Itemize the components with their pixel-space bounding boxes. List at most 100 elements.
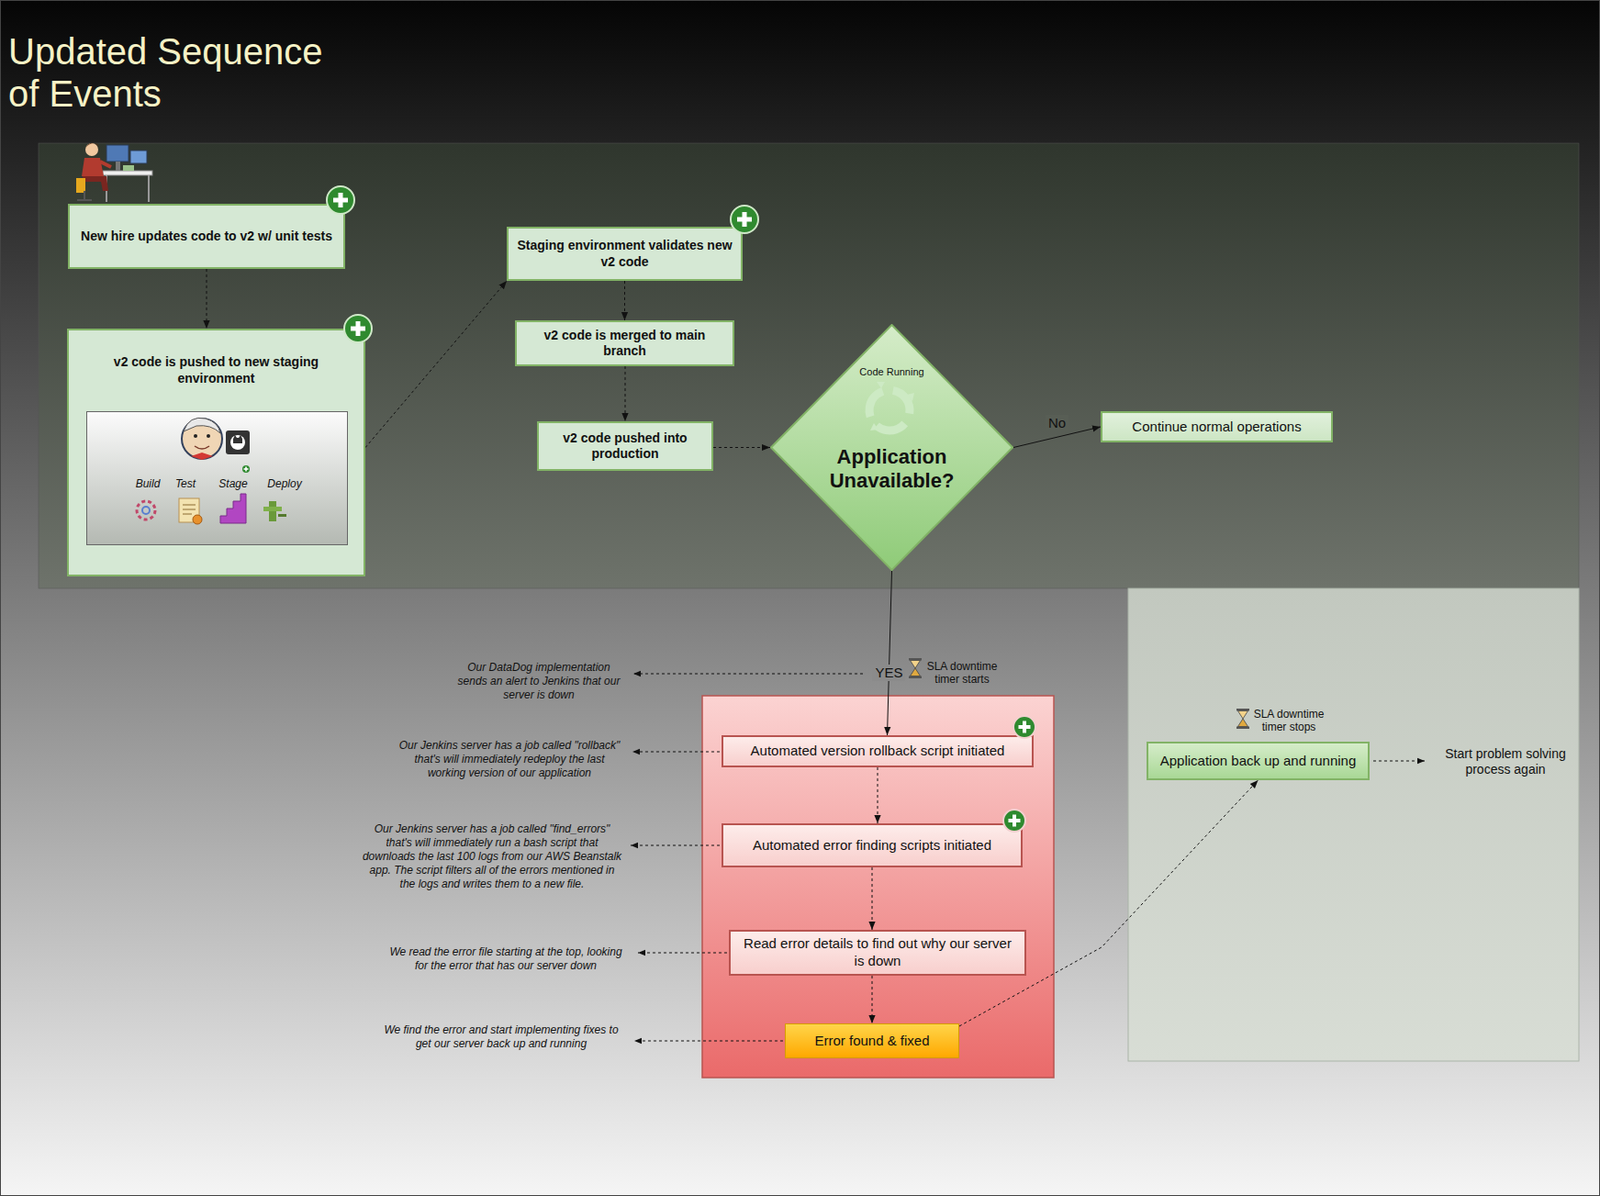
- node-label: Staging environment validates new v2 cod…: [515, 237, 734, 270]
- node-label: Error found & fixed: [814, 1032, 929, 1051]
- decision-diamond: Code RunningApplication Unavailable?: [770, 324, 1014, 571]
- add-badge: [333, 198, 348, 203]
- developer-illustration: [130, 150, 147, 164]
- deploy-icon: [263, 506, 282, 512]
- process-box: Staging environment validates new v2 cod…: [506, 226, 743, 281]
- hourglass-icon: [908, 676, 922, 680]
- hourglass-icon: [1236, 708, 1250, 729]
- test-icon: [179, 498, 202, 525]
- edge-label: No: [1045, 414, 1069, 432]
- add-badge: [242, 465, 250, 473]
- add-badge: [245, 467, 247, 472]
- incident-step: Automated version rollback script initia…: [721, 735, 1034, 768]
- node-label: Automated version rollback script initia…: [750, 742, 1006, 761]
- node-label: Application Unavailable?: [823, 445, 962, 493]
- hourglass-icon: [910, 668, 921, 677]
- developer-illustration: [85, 143, 99, 157]
- pipeline-stages: BuildTestStageDeploy: [86, 411, 348, 546]
- recovery-box: Application back up and running: [1146, 741, 1370, 781]
- hourglass-icon: [908, 658, 922, 661]
- add-badge: [242, 465, 250, 473]
- jenkins-icon: [206, 434, 211, 438]
- add-badge: [344, 314, 372, 343]
- top-panel: [38, 143, 1579, 589]
- node-label: Read error details to find out why our s…: [738, 935, 1018, 971]
- leader-line: [630, 845, 720, 847]
- developer-illustration: [123, 165, 135, 171]
- github-icon: [225, 430, 250, 455]
- connector: [625, 366, 627, 422]
- node-label: Automated error finding scripts initiate…: [752, 837, 992, 855]
- recycle-icon: [866, 381, 915, 434]
- developer-illustration: [83, 190, 86, 201]
- github-icon: [230, 435, 246, 450]
- node-label: New hire updates code to v2 w/ unit test…: [80, 228, 333, 246]
- node-label: Build: [127, 477, 168, 491]
- incident-panel: [702, 695, 1054, 1078]
- top-panel: [38, 143, 1579, 589]
- node-label: Stage: [212, 477, 254, 491]
- build-icon: [136, 501, 156, 520]
- developer-illustration: [105, 175, 108, 202]
- add-badge: [737, 217, 752, 223]
- node-label: Test: [165, 477, 206, 491]
- add-badge: [1013, 716, 1036, 739]
- timer-note: SLA downtime timer starts: [921, 660, 1003, 686]
- node-label: v2 code pushed into production: [546, 430, 705, 463]
- timer-note: SLA downtime timer stops: [1248, 707, 1330, 734]
- build-icon: [136, 501, 156, 520]
- diamond-outline: [771, 324, 1013, 571]
- add-badge: [1018, 725, 1031, 729]
- incident-step: Automated error finding scripts initiate…: [721, 823, 1023, 868]
- jenkins-icon: [193, 434, 198, 438]
- developer-illustration: [115, 161, 121, 171]
- hourglass-icon: [1236, 727, 1250, 730]
- add-badge: [350, 326, 366, 332]
- developer-illustration: [102, 170, 153, 176]
- connector: [365, 280, 507, 448]
- deploy-icon: [268, 501, 277, 522]
- add-badge: [326, 186, 355, 214]
- developer-illustration: [76, 178, 86, 193]
- developer-illustration: [81, 157, 104, 177]
- add-badge: [1008, 818, 1021, 823]
- test-icon: [182, 514, 192, 515]
- developer-illustration: [77, 199, 92, 202]
- connector: [872, 975, 873, 1024]
- hourglass-icon: [908, 658, 922, 679]
- stage-icon: [220, 493, 247, 524]
- add-badge: [1003, 809, 1026, 832]
- leader-line: [632, 751, 720, 753]
- recovery-panel: [1128, 588, 1579, 1062]
- node-label: v2 code is merged to main branch: [524, 327, 726, 360]
- incident-step: Read error details to find out why our s…: [728, 929, 1027, 976]
- test-icon: [182, 504, 196, 506]
- node-label: Continue normal operations: [1131, 418, 1301, 437]
- recovery-panel: [1128, 588, 1579, 1062]
- process-box: v2 code is merged to main branch: [514, 320, 735, 367]
- fix-box: Error found & fixed: [784, 1023, 960, 1059]
- next-step-note: Start problem solving process again: [1432, 746, 1579, 778]
- test-icon: [179, 498, 200, 523]
- recycle-icon: [870, 381, 915, 431]
- callout-note: Our Jenkins server has a job called "rol…: [397, 738, 622, 781]
- deploy-icon: [263, 501, 287, 522]
- connector: [206, 268, 208, 329]
- leader-line: [633, 673, 863, 675]
- hourglass-icon: [1238, 718, 1249, 728]
- add-badge: [326, 186, 355, 214]
- connector: [624, 280, 626, 321]
- developer-illustration: [147, 175, 150, 202]
- connector: [887, 570, 893, 736]
- add-badge: [730, 205, 759, 234]
- title: Updated Sequence of Events: [8, 30, 348, 115]
- hourglass-icon: [1236, 708, 1250, 712]
- process-box: Continue normal operations: [1100, 411, 1333, 443]
- recycle-icon: [866, 387, 914, 435]
- add-badge: [338, 192, 344, 208]
